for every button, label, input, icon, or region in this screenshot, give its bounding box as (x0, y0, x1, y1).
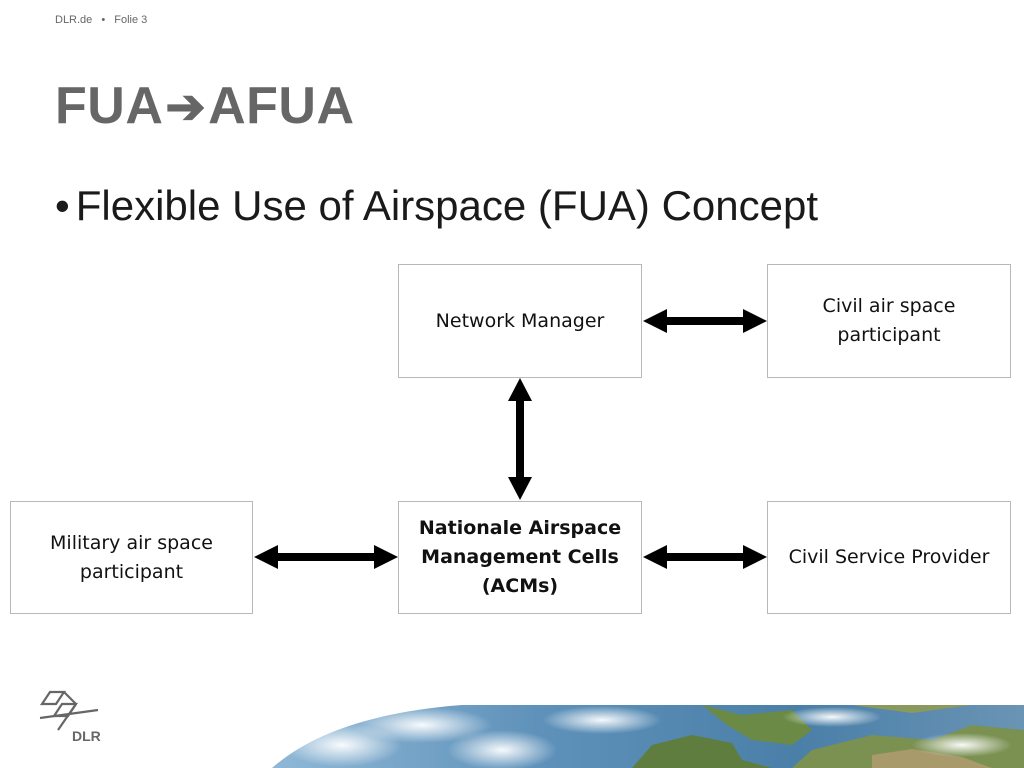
earth-satellite-image (272, 705, 1024, 768)
slide-title: FUA➔AFUA (55, 76, 355, 136)
edge-acm-civil-service-provider (643, 545, 767, 569)
header-separator: • (101, 14, 106, 26)
node-civil-service-provider: Civil Service Provider (767, 501, 1011, 614)
edge-network-manager-acm (508, 378, 532, 500)
node-civil-participant-line-1: Civil air space (822, 295, 956, 317)
title-right: AFUA (208, 77, 355, 135)
bullet-marker: • (55, 182, 70, 229)
node-military-participant-line-2: participant (79, 560, 184, 583)
dlr-logo-mark-icon (39, 690, 99, 731)
node-civil-service-provider-line-1: Civil Service Provider (788, 546, 990, 568)
node-civil-participant-line-2: participant (837, 324, 941, 346)
node-military-participant-line-1: Military air space (50, 531, 213, 554)
node-military-participant: Military air space participant (10, 501, 253, 614)
title-left: FUA (55, 77, 164, 135)
node-network-manager: Network Manager (398, 264, 642, 378)
node-acm: Nationale Airspace Management Cells (ACM… (398, 501, 642, 614)
site-label: DLR.de (55, 14, 93, 26)
dlr-logo-text: DLR (72, 728, 101, 744)
node-acm-line-1: Nationale Airspace (418, 517, 622, 539)
bullet-item: •Flexible Use of Airspace (FUA) Concept (55, 182, 818, 230)
earth-globe-icon (272, 705, 1024, 768)
edge-military-acm (254, 545, 398, 569)
edge-network-manager-civil-participant (643, 309, 767, 333)
node-acm-line-2: Management Cells (421, 546, 619, 568)
slide-header: DLR.de • Folie 3 (55, 14, 147, 26)
title-arrow-icon: ➔ (165, 81, 207, 134)
bullet-text: Flexible Use of Airspace (FUA) Concept (75, 182, 818, 229)
dlr-logo: DLR (36, 688, 102, 748)
node-acm-line-3: (ACMs) (481, 575, 559, 597)
node-civil-participant: Civil air space participant (767, 264, 1011, 378)
slide-number: Folie 3 (114, 14, 148, 26)
node-network-manager-line-1: Network Manager (435, 309, 605, 332)
